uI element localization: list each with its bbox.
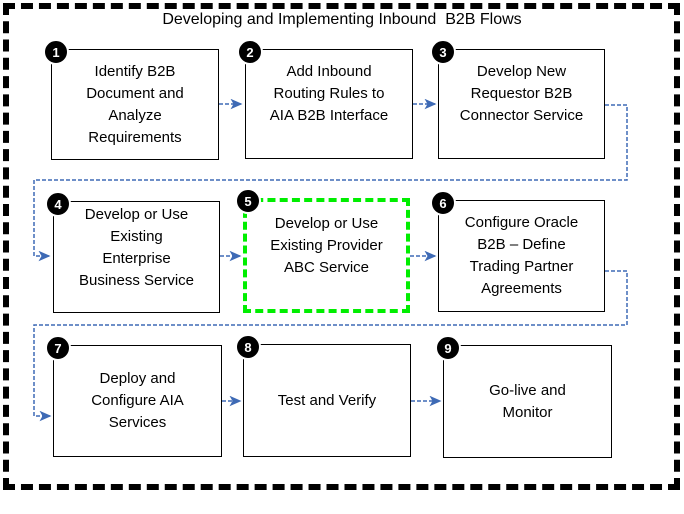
- step-4-label: Develop or Use Existing Enterprise Busin…: [78, 206, 195, 289]
- step-9-label: Go-live and Monitor: [489, 381, 566, 421]
- step-number-badge-9: 9: [435, 335, 461, 361]
- step-7-label: Deploy and Configure AIA Services: [91, 370, 184, 431]
- step-box-8: Test and Verify: [243, 344, 411, 457]
- step-number-badge-6: 6: [430, 190, 456, 216]
- step-box-9: Go-live and Monitor: [443, 345, 612, 458]
- step-5-label: Develop or Use Existing Provider ABC Ser…: [270, 215, 383, 276]
- step-box-6: Configure Oracle B2B – Define Trading Pa…: [438, 200, 605, 312]
- connector-6-7-arrow: [33, 270, 628, 422]
- step-box-1: Identify B2B Document and Analyze Requir…: [51, 49, 219, 160]
- step-box-4: Develop or Use Existing Enterprise Busin…: [53, 201, 220, 313]
- step-2-label: Add Inbound Routing Rules to AIA B2B Int…: [269, 63, 389, 124]
- step-box-3: Develop New Requestor B2B Connector Serv…: [438, 49, 605, 159]
- step-box-2: Add Inbound Routing Rules to AIA B2B Int…: [245, 49, 413, 159]
- step-number-badge-2: 2: [237, 39, 263, 65]
- step-3-label: Develop New Requestor B2B Connector Serv…: [459, 63, 584, 124]
- step-6-label: Configure Oracle B2B – Define Trading Pa…: [464, 214, 579, 297]
- step-number-badge-3: 3: [430, 39, 456, 65]
- step-number-badge-8: 8: [235, 334, 261, 360]
- step-number-badge-5: 5: [235, 188, 261, 214]
- step-number-badge-1: 1: [43, 39, 69, 65]
- diagram-dashed-frame: [3, 3, 680, 490]
- step-number-badge-4: 4: [45, 191, 71, 217]
- step-1-label: Identify B2B Document and Analyze Requir…: [86, 62, 184, 146]
- diagram-title: Developing and Implementing Inbound B2B …: [162, 11, 522, 28]
- connector-3-4-arrow: [33, 104, 628, 262]
- step-box-5-highlighted: Develop or Use Existing Provider ABC Ser…: [243, 198, 410, 313]
- step-8-label: Test and Verify: [277, 391, 377, 409]
- step-number-badge-7: 7: [45, 335, 71, 361]
- step-box-7: Deploy and Configure AIA Services: [53, 345, 222, 457]
